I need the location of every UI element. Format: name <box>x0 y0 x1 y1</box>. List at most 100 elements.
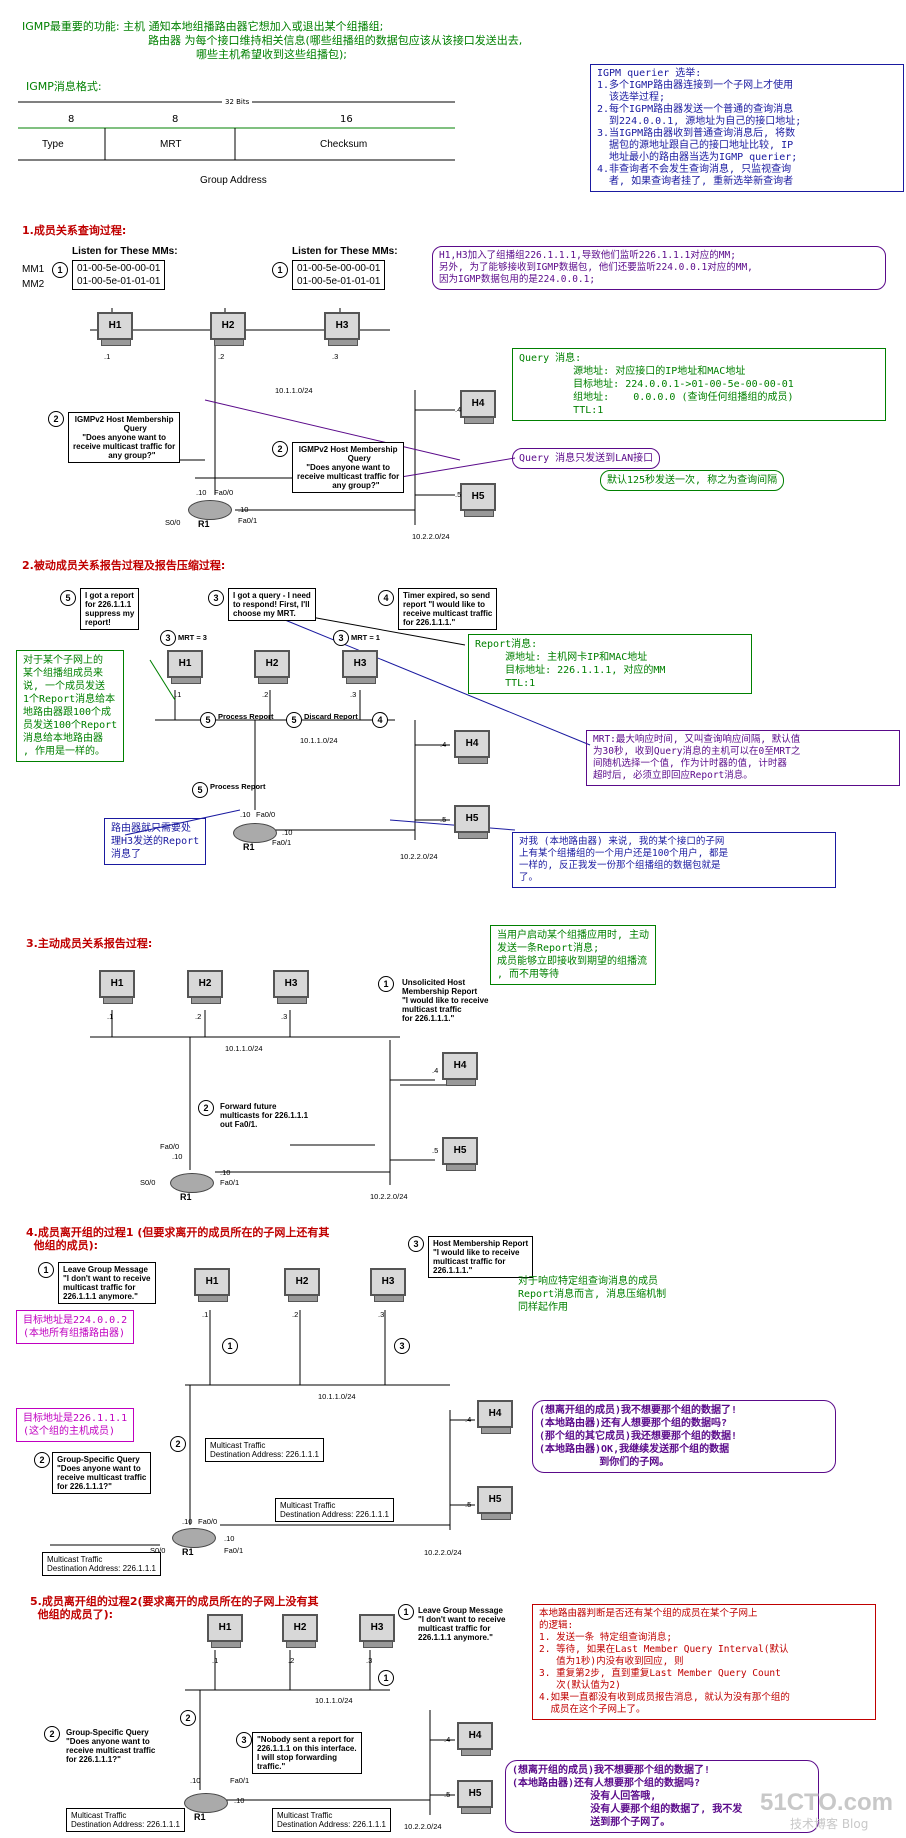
query-interval-note: 默认125秒发送一次, 称之为查询间隔 <box>600 470 785 491</box>
step-5-badge: 5 <box>192 782 208 798</box>
multicast-traffic-box-lan: Multicast Traffic Destination Address: 2… <box>272 1808 391 1832</box>
membership-report-box: Host Membership Report "I would like to … <box>428 1236 534 1278</box>
iface-fa00: Fa0/0 <box>160 1142 180 1151</box>
ip-r1-fa01: .10 <box>234 1796 245 1805</box>
host-h1: H1 <box>165 650 203 686</box>
leave-dialog-2: (想离开组的成员)我不想要那个组的数据了! (本地路由器)还有人想要那个组的数据… <box>505 1760 819 1833</box>
field-width-2: 8 <box>172 114 179 125</box>
section-4-title: 4.成员离开组的过程1 (但要求离开的成员所在的子网上还有其 他组的成员): <box>26 1226 330 1252</box>
ip-h3: .3 <box>350 690 357 699</box>
compress-note: 对于响应特定组查询消息的成员 Report消息而言, 消息压缩机制 同样起作用 <box>518 1276 667 1313</box>
subnet-1: 10.1.1.0/24 <box>315 1696 353 1705</box>
mrt-choose-box: I got a query - I need to respond! First… <box>228 588 316 621</box>
host-h1: H1 <box>97 970 135 1006</box>
watermark-site: 51CTO.com <box>760 1789 893 1816</box>
subnet-2: 10.2.2.0/24 <box>370 1192 408 1201</box>
leave-group-box: Leave Group Message "I don't want to rec… <box>418 1606 506 1642</box>
step-5-badge: 5 <box>200 712 216 728</box>
host-h5: H5 <box>452 805 490 841</box>
ip-h4: .4 <box>455 405 462 414</box>
forward-box: Forward future multicasts for 226.1.1.1 … <box>220 1102 309 1129</box>
field-width-3: 16 <box>340 114 353 125</box>
ip-h3: .3 <box>281 1012 288 1021</box>
router-r1: R1 <box>233 820 277 852</box>
ip-h5: .5 <box>432 1146 439 1155</box>
step-1-badge: 1 <box>272 262 288 278</box>
host-h3: H3 <box>357 1614 395 1650</box>
step-1-badge: 1 <box>52 262 68 278</box>
host-h1: H1 <box>205 1614 243 1650</box>
ip-h2: .2 <box>195 1012 202 1021</box>
multicast-traffic-box-wan: Multicast Traffic Destination Address: 2… <box>66 1808 185 1832</box>
leave-group-box: Leave Group Message "I don't want to rec… <box>58 1262 156 1304</box>
ip-r1-fa01: .10 <box>224 1534 235 1543</box>
router-r1: R1 <box>172 1525 216 1557</box>
iface-fa00: Fa0/0 <box>198 1517 218 1526</box>
ip-h5: .5 <box>444 1790 451 1799</box>
router-r1: R1 <box>184 1790 228 1822</box>
host-h4: H4 <box>475 1400 513 1436</box>
iface-s00: S0/0 <box>150 1546 166 1555</box>
querier-note: IGPM querier 选举: 1.多个IGMP路由器连接到一个子网上才使用 … <box>590 64 904 192</box>
mrt-note: MRT:最大响应时间, 又叫查询响应间隔, 默认值 为30秒, 收到Query消… <box>586 730 900 786</box>
section-1-title: 1.成员关系查询过程: <box>22 224 127 237</box>
format-title: IGMP消息格式: <box>26 80 102 93</box>
host-h3: H3 <box>340 650 378 686</box>
host-h2: H2 <box>282 1268 320 1304</box>
ip-h3: .3 <box>332 352 339 361</box>
listen-label-1: Listen for These MMs: <box>72 246 178 257</box>
host-h4: H4 <box>440 1052 478 1088</box>
mac-list-h3: 01-00-5e-00-00-01 01-00-5e-01-01-01 <box>292 260 386 290</box>
ip-h1: .1 <box>202 1310 209 1319</box>
host-h4: H4 <box>452 730 490 766</box>
iface-s00: S0/0 <box>165 518 181 527</box>
ip-r1-fa00: .10 <box>172 1152 183 1161</box>
step-2-badge: 2 <box>272 441 288 457</box>
subnet-1: 10.1.1.0/24 <box>300 736 338 745</box>
ip-h2: .2 <box>218 352 225 361</box>
step-1-badge: 1 <box>378 1670 394 1686</box>
step-2-badge: 2 <box>170 1436 186 1452</box>
step-1-badge: 1 <box>222 1338 238 1354</box>
step-3-badge: 3 <box>408 1236 424 1252</box>
host-h3: H3 <box>368 1268 406 1304</box>
step-1-badge: 1 <box>38 1262 54 1278</box>
ip-r1-fa00: .10 <box>190 1776 201 1785</box>
ip-r1-fa00: .10 <box>182 1517 193 1526</box>
router-process-note: 路由器就只需要处 理H3发送的Report 消息了 <box>104 818 207 865</box>
intro-line-2: 路由器 为每个接口维持相关信息(哪些组播组的数据包应该从该接口发送出去, <box>148 34 523 47</box>
subnet-1: 10.1.1.0/24 <box>225 1044 263 1053</box>
suppress-box: I got a report for 226.1.1.1 suppress my… <box>80 588 140 630</box>
multicast-traffic-box-wan: Multicast Traffic Destination Address: 2… <box>42 1552 161 1576</box>
multicast-traffic-box-lan1: Multicast Traffic Destination Address: 2… <box>205 1438 324 1462</box>
bits-label: 32 Bits <box>222 96 253 108</box>
unsolicited-report-box: Unsolicited Host Membership Report "I wo… <box>402 978 489 1023</box>
ip-h5: .5 <box>440 815 447 824</box>
section-2-title: 2.被动成员关系报告过程及报告压缩过程: <box>22 559 226 572</box>
step-2-badge: 2 <box>48 411 64 427</box>
host-h5: H5 <box>455 1780 493 1816</box>
subnet-1: 10.1.1.0/24 <box>275 386 313 395</box>
group-specific-query-box: Group-Specific Query "Does anyone want t… <box>66 1728 156 1764</box>
ip-h1: .1 <box>212 1656 219 1665</box>
router-same-note: 对我 (本地路由器) 来说, 我的某个接口的子网 上有某个组播组的一个用户还是1… <box>512 832 836 888</box>
join-note: H1,H3加入了组播组226.1.1.1,导致他们监听226.1.1.1对应的M… <box>432 246 886 290</box>
intro-line-3: 哪些主机希望收到这些组播包); <box>196 48 347 61</box>
stop-forwarding-box: "Nobody sent a report for 226.1.1.1 on t… <box>252 1732 362 1774</box>
leave-dialog-1: (想离开组的成员)我不想要那个组的数据了! (本地路由器)还有人想要那个组的数据… <box>532 1400 836 1473</box>
ip-h5: .5 <box>465 1500 472 1509</box>
step-3-badge: 3 <box>236 1732 252 1748</box>
subnet-2: 10.2.2.0/24 <box>404 1822 442 1831</box>
subnet-2: 10.2.2.0/24 <box>424 1548 462 1557</box>
ip-h2: .2 <box>292 1310 299 1319</box>
host-h2: H2 <box>208 312 246 348</box>
field-type: Type <box>42 139 64 150</box>
intro-line-1: IGMP最重要的功能: 主机 通知本地组播路由器它想加入或退出某个组播组; <box>22 20 384 33</box>
host-h5: H5 <box>475 1486 513 1522</box>
host-h4: H4 <box>458 390 496 426</box>
ip-h2: .2 <box>288 1656 295 1665</box>
dest-224-note: 目标地址是224.0.0.2 (本地所有组播路由器) <box>16 1310 135 1344</box>
step-4-badge: 4 <box>372 712 388 728</box>
field-width-1: 8 <box>68 114 75 125</box>
